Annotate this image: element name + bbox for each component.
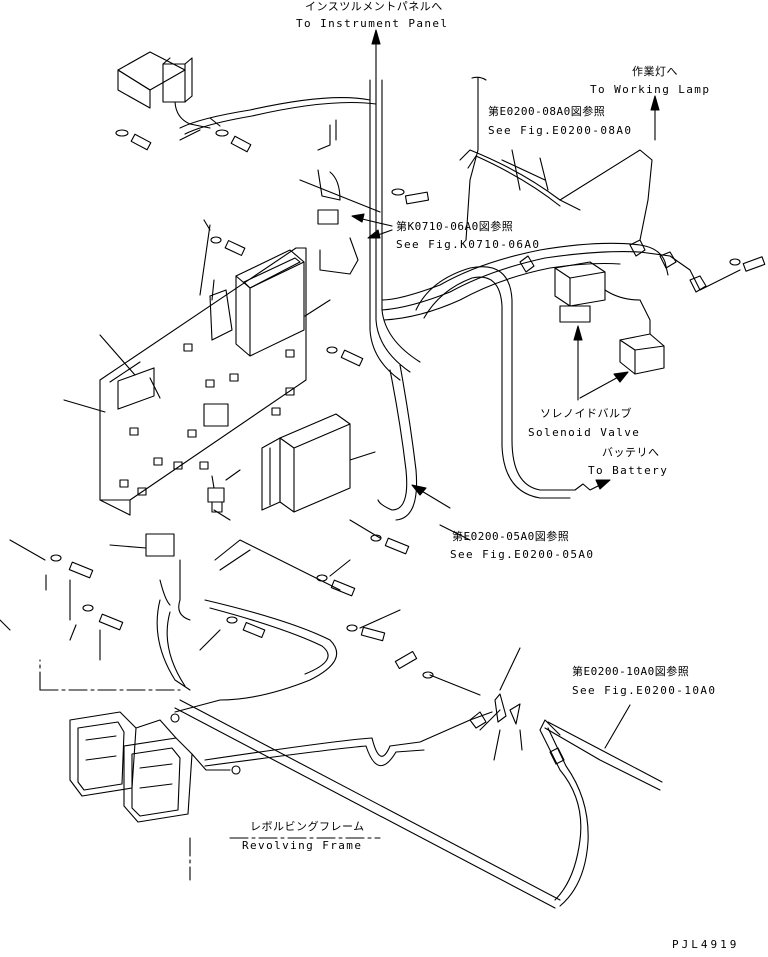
right-connectors <box>519 239 707 293</box>
control-plate <box>99 247 307 516</box>
e0200-05-ref-en: See Fig.E0200-05A0 <box>450 548 595 561</box>
upper-bolts <box>115 117 430 205</box>
revolving-frame-label-en: Revolving Frame <box>242 839 363 852</box>
revolving-frame-outline <box>0 619 381 881</box>
controller-box-lower <box>261 413 351 513</box>
toggle-switch <box>207 475 225 513</box>
panel-dots <box>119 343 295 496</box>
solenoid-valve <box>554 261 665 375</box>
battery-arrow <box>574 479 611 491</box>
work-lamps <box>69 711 241 823</box>
ref-leaders <box>439 159 631 749</box>
instrument-panel-arrow <box>371 29 381 81</box>
instrument-panel-label-en: To Instrument Panel <box>296 17 449 30</box>
controller-box-upper <box>235 249 305 357</box>
battery-label-en: To Battery <box>588 464 669 477</box>
working-lamp-label-en: To Working Lamp <box>590 83 711 96</box>
e0200-05-ref-jp: 第E0200-05A0図参照 <box>452 530 570 543</box>
e0200-08-ref-jp: 第E0200-08A0図参照 <box>488 105 606 118</box>
k0710-clamps <box>299 169 381 275</box>
battery-label-jp: バッテリへ <box>602 446 660 459</box>
working-lamp-arrow <box>650 95 660 141</box>
top-harness <box>179 79 421 381</box>
k0710-arrows <box>351 213 393 239</box>
k0710-ref-jp: 第K0710-06A0図参照 <box>396 220 514 233</box>
working-lamp-label-jp: 作業灯へ <box>632 65 678 78</box>
solenoid-arrows <box>573 325 629 401</box>
solenoid-valve-label-jp: ソレノイドバルブ <box>540 407 632 420</box>
relays <box>117 279 233 557</box>
drawing-number: PJL4919 <box>672 938 740 951</box>
e0200-10-ref-en: See Fig.E0200-10A0 <box>572 684 717 697</box>
lower-harness <box>156 539 663 909</box>
k0710-ref-en: See Fig.K0710-06A0 <box>396 238 541 251</box>
e0200-08-ref-en: See Fig.E0200-08A0 <box>488 124 633 137</box>
solenoid-valve-label-en: Solenoid Valve <box>528 426 641 439</box>
revolving-frame-label-jp: レボルビングフレーム <box>250 820 365 833</box>
e0200-10-ref-jp: 第E0200-10A0図参照 <box>572 665 690 678</box>
bolts <box>45 236 434 679</box>
e0200-05-arrow <box>411 484 451 509</box>
leader-lines <box>9 219 376 561</box>
right-harness <box>381 76 766 321</box>
instrument-panel-label-jp: インスツルメントパネルへ <box>305 0 443 13</box>
upper-plate <box>117 51 211 129</box>
battery-harness <box>377 266 576 521</box>
